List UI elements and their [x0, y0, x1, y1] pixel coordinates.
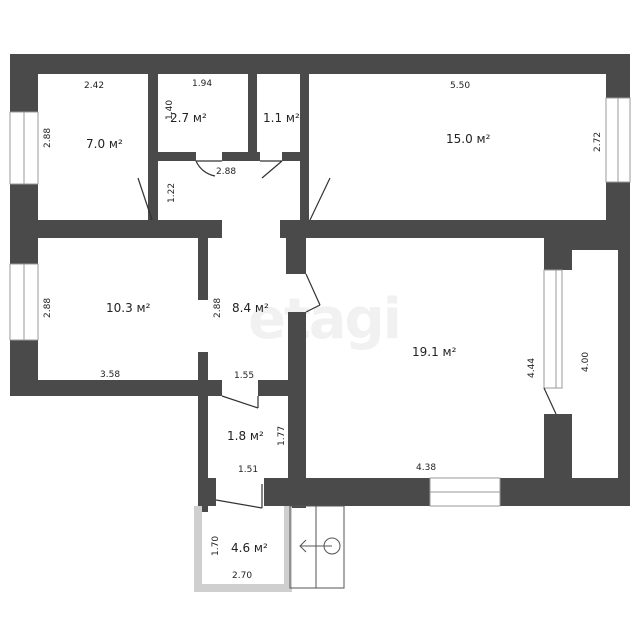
dim-label: 1.40: [165, 100, 175, 120]
dim-label: 1.94: [192, 79, 212, 89]
room-a-area: 7.0 м²: [86, 137, 123, 151]
dim-label: 2.88: [43, 298, 53, 318]
room-g-area: 19.1 м²: [412, 345, 457, 359]
room-i-area: 4.6 м²: [231, 541, 268, 555]
room-h-area: 1.8 м²: [227, 429, 264, 443]
dim-label: 4.44: [527, 358, 537, 378]
dim-label: 4.38: [416, 463, 436, 473]
room-c-area: 1.1 м²: [263, 111, 300, 125]
dim-label: 2.88: [213, 298, 223, 318]
dim-label: 1.55: [234, 371, 254, 381]
dim-label: 1.77: [277, 426, 287, 446]
room-b-area: 2.7 м²: [170, 111, 207, 125]
room-d-area: 15.0 м²: [446, 132, 491, 146]
dim-label: 2.88: [43, 128, 53, 148]
dim-label: 2.70: [232, 571, 252, 581]
entrance-stairs: [289, 505, 345, 589]
dim-label: 1.70: [211, 536, 221, 556]
balcony: [194, 506, 292, 592]
room-f-area: 8.4 м²: [232, 301, 269, 315]
walls: [10, 54, 630, 512]
dim-label: 2.88: [216, 167, 236, 177]
dim-label: 4.00: [581, 352, 591, 372]
dim-label: 2.42: [84, 81, 104, 91]
dim-label: 1.51: [238, 465, 258, 475]
dim-label: 1.22: [167, 183, 177, 203]
doors: [137, 160, 557, 509]
dim-label: 2.72: [593, 132, 603, 152]
dim-label: 5.50: [450, 81, 470, 91]
watermark: etagi: [248, 287, 400, 352]
windows: [9, 97, 631, 507]
dim-label: 3.58: [100, 370, 120, 380]
room-e-area: 10.3 м²: [106, 301, 151, 315]
